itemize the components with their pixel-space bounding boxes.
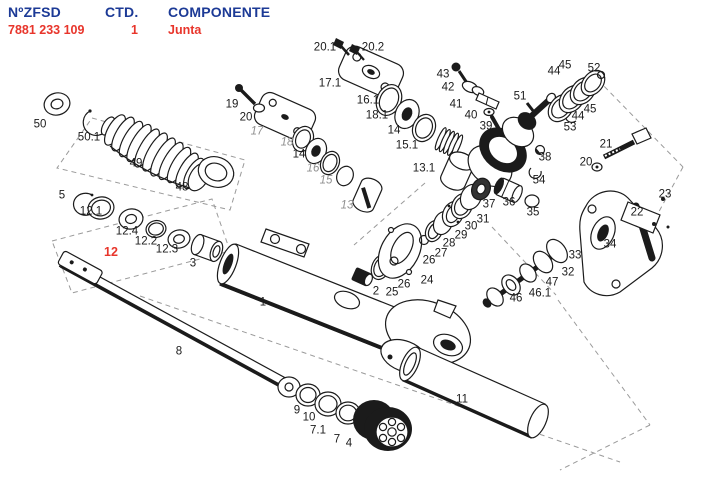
part-label-35[interactable]: 35 xyxy=(526,206,540,219)
part-label-12[interactable]: 12 xyxy=(104,244,118,259)
bearing-stack-group[interactable] xyxy=(481,236,572,310)
part-label-21[interactable]: 21 xyxy=(599,138,613,151)
part-label-34[interactable]: 34 xyxy=(603,238,617,251)
cover-plate-group[interactable] xyxy=(335,43,477,194)
part-label-28[interactable]: 28 xyxy=(442,237,456,250)
part-label-9[interactable]: 9 xyxy=(293,404,301,417)
part-label-26[interactable]: 26 xyxy=(422,254,436,267)
part-label-20.1[interactable]: 20.1 xyxy=(313,41,337,54)
part-label-19[interactable]: 19 xyxy=(225,98,239,111)
part-label-51[interactable]: 51 xyxy=(513,90,527,103)
part-label-4[interactable]: 4 xyxy=(345,437,353,450)
part-label-16.1[interactable]: 16.1 xyxy=(356,94,380,107)
part-label-22[interactable]: 22 xyxy=(630,206,644,219)
part-label-2[interactable]: 2 xyxy=(372,285,380,298)
end-cap-part[interactable] xyxy=(353,400,412,451)
part-label-52[interactable]: 52 xyxy=(587,62,601,75)
part-label-20.2[interactable]: 20.2 xyxy=(361,41,385,54)
cylinder-tube-part[interactable] xyxy=(395,344,552,440)
part-label-17.1[interactable]: 17.1 xyxy=(318,77,342,90)
piston-group[interactable] xyxy=(277,376,361,425)
adjuster-bushing-part[interactable] xyxy=(189,233,225,263)
part-label-17[interactable]: 17 xyxy=(250,125,264,138)
part-label-12.2[interactable]: 12.2 xyxy=(134,235,158,248)
pinion-nut-group[interactable] xyxy=(492,144,546,208)
screw-19-part[interactable] xyxy=(235,84,266,113)
part-label-43[interactable]: 43 xyxy=(436,68,450,81)
part-label-45[interactable]: 45 xyxy=(583,103,597,116)
column-header-component: COMPONENTE xyxy=(168,4,271,20)
part-label-50.1[interactable]: 50.1 xyxy=(77,131,101,144)
part-label-27[interactable]: 27 xyxy=(434,247,448,260)
part-label-50[interactable]: 50 xyxy=(33,118,47,131)
part-label-7[interactable]: 7 xyxy=(333,433,341,446)
part-label-23[interactable]: 23 xyxy=(658,188,672,201)
part-label-16[interactable]: 16 xyxy=(306,162,320,175)
spring-part[interactable] xyxy=(433,127,464,158)
part-label-30[interactable]: 30 xyxy=(464,220,478,233)
part-label-14[interactable]: 14 xyxy=(387,124,401,137)
part-label-36[interactable]: 36 xyxy=(502,196,516,209)
part-label-3[interactable]: 3 xyxy=(189,257,197,270)
part-label-49[interactable]: 49 xyxy=(129,157,143,170)
column-header-part-number: NºZFSD xyxy=(8,4,61,20)
adjuster-plate-part[interactable] xyxy=(620,197,670,234)
part-label-44[interactable]: 44 xyxy=(547,65,561,78)
part-label-14[interactable]: 14 xyxy=(292,148,306,161)
small-fasteners-group[interactable] xyxy=(451,62,502,133)
seal-kit-group[interactable] xyxy=(72,192,192,250)
column-header-quantity: CTD. xyxy=(105,4,139,20)
part-label-15[interactable]: 15 xyxy=(319,174,333,187)
part-label-10[interactable]: 10 xyxy=(302,411,316,424)
bolt-icons-group xyxy=(333,38,365,61)
part-label-32[interactable]: 32 xyxy=(561,266,575,279)
part-label-42[interactable]: 42 xyxy=(441,81,455,94)
part-label-31[interactable]: 31 xyxy=(476,213,490,226)
seal-stack-group[interactable] xyxy=(351,175,494,287)
part-label-45[interactable]: 45 xyxy=(558,59,572,72)
part-label-38[interactable]: 38 xyxy=(538,151,552,164)
part-label-7.1[interactable]: 7.1 xyxy=(310,424,326,437)
rings-44-45-group[interactable] xyxy=(543,66,610,127)
part-label-5[interactable]: 5 xyxy=(58,189,66,202)
part-label-13[interactable]: 13 xyxy=(340,199,354,212)
part-label-39[interactable]: 39 xyxy=(479,120,493,133)
part-label-12.4[interactable]: 12.4 xyxy=(115,225,139,238)
component-name-value: Junta xyxy=(168,23,202,37)
part-label-13.1[interactable]: 13.1 xyxy=(412,162,436,175)
part-label-11[interactable]: 11 xyxy=(456,393,468,406)
part-label-26[interactable]: 26 xyxy=(397,278,411,291)
part-number-value: 7881 233 109 xyxy=(8,23,85,37)
part-label-25[interactable]: 25 xyxy=(385,286,399,299)
part-label-46[interactable]: 46 xyxy=(509,292,523,305)
part-label-24[interactable]: 24 xyxy=(420,274,434,287)
part-label-53[interactable]: 53 xyxy=(563,121,577,134)
part-label-46.1[interactable]: 46.1 xyxy=(528,287,552,300)
part-label-12.1[interactable]: 12.1 xyxy=(79,205,103,218)
part-label-40[interactable]: 40 xyxy=(464,109,478,122)
part-label-18.1[interactable]: 18.1 xyxy=(365,109,389,122)
part-label-20[interactable]: 20 xyxy=(239,111,253,124)
part-label-20[interactable]: 20 xyxy=(579,156,593,169)
part-label-54[interactable]: 54 xyxy=(532,174,546,187)
alt-cover-plate-group[interactable] xyxy=(252,90,385,215)
part-label-41[interactable]: 41 xyxy=(449,98,463,111)
part-label-12.3[interactable]: 12.3 xyxy=(155,243,179,256)
part-label-33[interactable]: 33 xyxy=(568,249,582,262)
part-label-15.1[interactable]: 15.1 xyxy=(395,139,419,152)
quantity-value: 1 xyxy=(131,23,138,37)
mount-bolt-part[interactable] xyxy=(591,127,652,172)
boot-group[interactable] xyxy=(42,90,238,194)
part-label-1[interactable]: 1 xyxy=(259,296,267,309)
part-label-37[interactable]: 37 xyxy=(482,198,496,211)
part-label-48[interactable]: 48 xyxy=(175,181,189,194)
part-label-8[interactable]: 8 xyxy=(175,345,183,358)
part-label-47[interactable]: 47 xyxy=(545,276,559,289)
part-label-29[interactable]: 29 xyxy=(454,229,468,242)
part-label-18[interactable]: 18 xyxy=(280,136,294,149)
part-label-44[interactable]: 44 xyxy=(571,110,585,123)
